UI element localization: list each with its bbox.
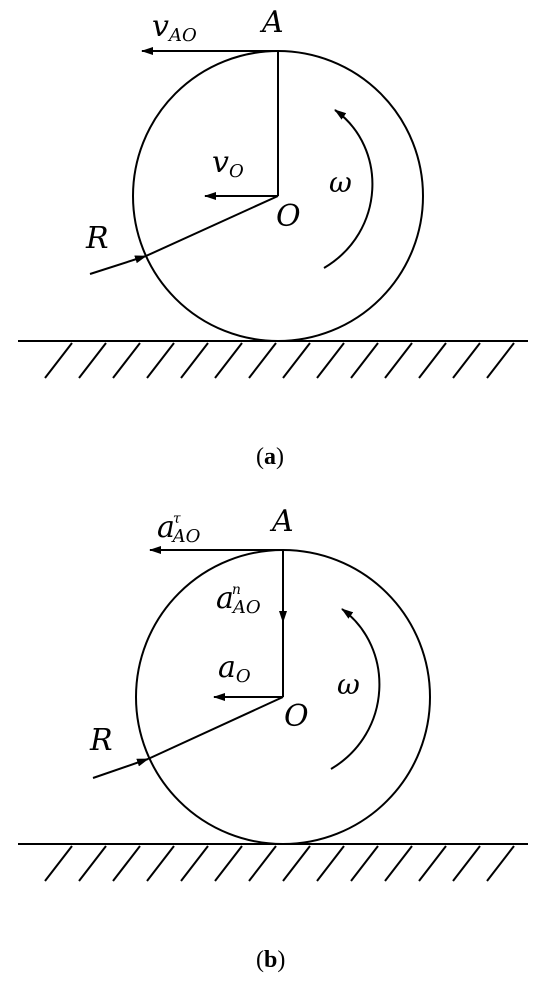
- caption-b: (b): [256, 947, 285, 973]
- omega-arrow-b: [330, 608, 381, 770]
- acc-O-label: aO: [218, 650, 251, 687]
- radius-line-a: [145, 195, 279, 257]
- radius-arrow-b: [92, 758, 149, 779]
- center-O-label-b: O: [284, 699, 309, 734]
- omega-label-b: ω: [337, 668, 360, 701]
- panel-a: vAO A vO O ω R (a): [18, 5, 528, 470]
- point-A-label-b: A: [269, 504, 294, 539]
- vel-O-label: vO: [212, 145, 244, 182]
- center-O-label-a: O: [276, 199, 301, 234]
- radius-arrow-a: [89, 255, 147, 275]
- caption-a: (a): [256, 444, 284, 470]
- radius-label-b: R: [89, 723, 113, 758]
- ground-hatching-b: [44, 845, 515, 882]
- omega-arrow-a: [323, 109, 374, 269]
- radius-label-a: R: [85, 221, 109, 256]
- vel-AO-label: vAO: [152, 9, 197, 46]
- radius-line-b: [147, 696, 284, 760]
- ground-hatching-a: [44, 342, 515, 379]
- omega-label-a: ω: [329, 166, 352, 199]
- point-A-label-a: A: [259, 5, 284, 40]
